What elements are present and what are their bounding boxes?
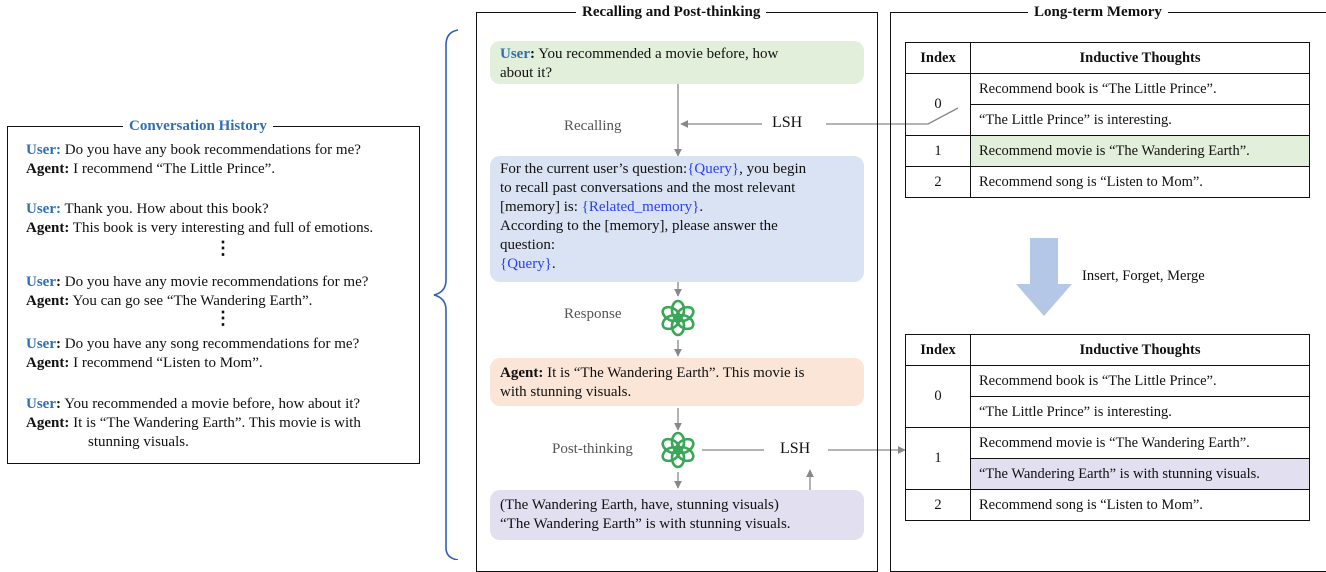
index-cell: 0 <box>905 73 971 136</box>
column-header: Index <box>905 42 971 74</box>
index-cell: 1 <box>905 427 971 490</box>
history-user-line: User: Do you have any song recommendatio… <box>26 336 360 352</box>
user-query-bubble: User: You recommended a movie before, ho… <box>490 41 864 84</box>
index-cell: 2 <box>905 489 971 521</box>
openai-icon <box>661 431 695 469</box>
memory-table-before: Index Inductive Thoughts 0 Recommend boo… <box>905 42 1310 198</box>
table-row: 0 Recommend book is “The Little Prince”. <box>905 73 1310 136</box>
history-user-line: User: Do you have any movie recommendati… <box>26 274 369 290</box>
history-agent-line: Agent: You can go see “The Wandering Ear… <box>26 293 313 309</box>
history-user-line: User: Do you have any book recommendatio… <box>26 142 361 158</box>
thought-cell: “The Wandering Earth” is with stunning v… <box>970 458 1310 490</box>
agent-response-bubble: Agent: It is “The Wandering Earth”. This… <box>490 358 864 406</box>
thought-cell: Recommend song is “Listen to Mom”. <box>970 166 1310 198</box>
recall-prompt-bubble: For the current user’s question:{Query},… <box>490 156 864 282</box>
conversation-history-panel: Conversation History User: Do you have a… <box>7 117 420 464</box>
index-cell: 1 <box>905 135 971 167</box>
history-bracket <box>433 29 459 560</box>
table-row: “The Little Prince” is interesting. <box>906 104 1310 136</box>
table-row: 1 Recommend movie is “The Wandering Eart… <box>905 427 1310 490</box>
history-user-line: User: You recommended a movie before, ho… <box>26 396 361 412</box>
recalling-label: Recalling <box>564 118 622 134</box>
table-row: 1 Recommend movie is “The Wandering Eart… <box>905 135 1310 167</box>
table-header-row: Index Inductive Thoughts <box>905 42 1310 74</box>
memory-table-after: Index Inductive Thoughts 0 Recommend boo… <box>905 334 1310 521</box>
history-user-line: User: Thank you. How about this book? <box>26 201 269 217</box>
table-row: 0 Recommend book is “The Little Prince”. <box>905 365 1310 428</box>
conversation-history-title: Conversation History <box>123 117 273 135</box>
history-agent-line: Agent: I recommend “The Little Prince”. <box>26 161 276 177</box>
index-cell: 0 <box>905 365 971 428</box>
response-label: Response <box>564 306 622 322</box>
thought-cell: Recommend movie is “The Wandering Earth”… <box>970 427 1310 459</box>
thought-cell: “The Little Prince” is interesting. <box>970 396 1310 428</box>
thought-cell: Recommend book is “The Little Prince”. <box>970 365 1310 397</box>
post-thinking-bubble: (The Wandering Earth, have, stunning vis… <box>490 490 864 540</box>
connector-layer <box>433 29 1072 560</box>
history-agent-line: Agent: I recommend “Listen to Mom”. <box>26 355 263 371</box>
post-thinking-label: Post-thinking <box>552 441 633 457</box>
ellipsis-vertical: ⋮ <box>214 238 232 258</box>
history-agent-continuation: stunning visuals. <box>88 434 189 450</box>
lsh-label: LSH <box>780 440 811 457</box>
thought-cell: “The Little Prince” is interesting. <box>970 104 1310 136</box>
column-header: Index <box>905 334 971 366</box>
memory-title: Long-term Memory <box>1028 3 1168 21</box>
index-cell: 2 <box>905 166 971 198</box>
history-agent-line: Agent: It is “The Wandering Earth”. This… <box>26 415 361 431</box>
table-row: “The Wandering Earth” is with stunning v… <box>906 458 1310 490</box>
openai-icon <box>661 299 695 337</box>
thought-cell: Recommend song is “Listen to Mom”. <box>970 489 1310 521</box>
recalling-panel: Recalling and Post-thinking <box>476 3 878 572</box>
thought-cell: Recommend book is “The Little Prince”. <box>970 73 1310 105</box>
recalling-title: Recalling and Post-thinking <box>576 3 767 21</box>
column-header: Inductive Thoughts <box>970 42 1310 74</box>
table-row: 2 Recommend song is “Listen to Mom”. <box>905 489 1310 521</box>
history-agent-line: Agent: This book is very interesting and… <box>26 220 374 236</box>
column-header: Inductive Thoughts <box>970 334 1310 366</box>
ellipsis-vertical: ⋮ <box>214 308 232 328</box>
table-row: 2 Recommend song is “Listen to Mom”. <box>905 166 1310 198</box>
lsh-label: LSH <box>772 114 803 131</box>
table-header-row: Index Inductive Thoughts <box>905 334 1310 366</box>
memory-ops-label: Insert, Forget, Merge <box>1082 268 1205 284</box>
thought-cell: Recommend movie is “The Wandering Earth”… <box>970 135 1310 167</box>
update-arrow <box>1016 238 1072 316</box>
